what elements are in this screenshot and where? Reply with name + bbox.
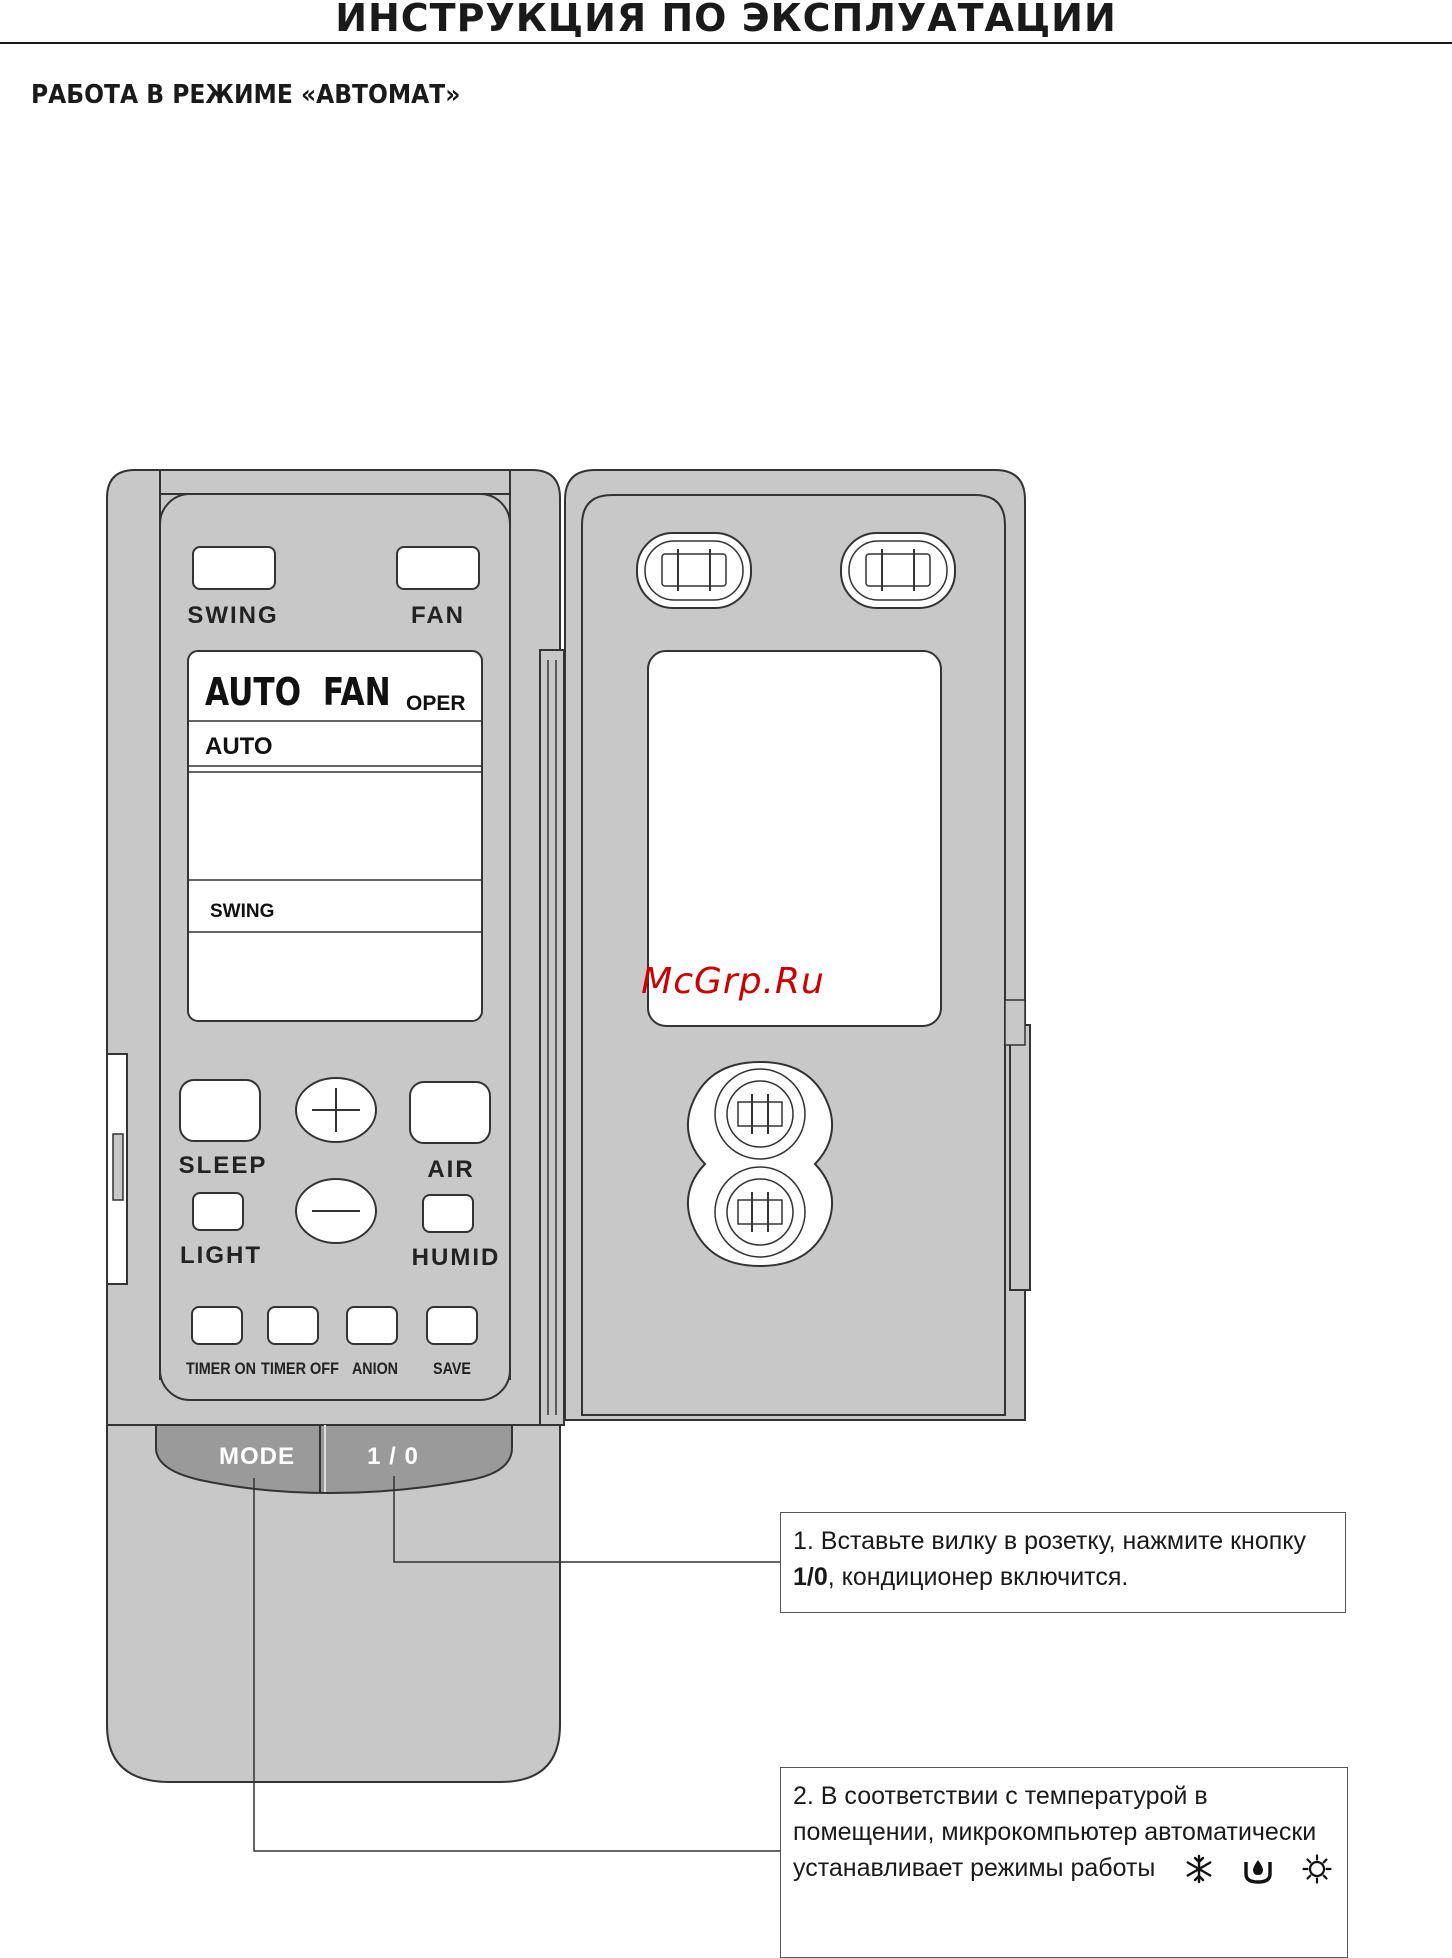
air-label: AIR	[427, 1156, 474, 1183]
battery-clip	[636, 532, 752, 609]
lcd-oper-label: OPER	[406, 692, 466, 715]
sun-icon	[1302, 1854, 1332, 1884]
swing-label: SWING	[187, 602, 278, 629]
lcd-mode-value: AUTO	[205, 733, 273, 760]
step1-text-end: , кондиционер включится.	[827, 1563, 1129, 1591]
watermark: McGrp.Ru	[641, 961, 825, 1002]
section-title: РАБОТА В РЕЖИМЕ «АВТОМАТ»	[31, 80, 461, 110]
step2-note: 2. В соответствии с температурой в помещ…	[780, 1767, 1348, 1958]
timer-on-button[interactable]	[191, 1306, 243, 1345]
swing-button[interactable]	[192, 546, 276, 590]
humid-label: HUMID	[412, 1244, 501, 1271]
step1-text: 1. Вставьте вилку в розетку, нажмите кно…	[793, 1527, 1306, 1555]
battery-window	[647, 650, 942, 1027]
sleep-button[interactable]	[179, 1079, 261, 1142]
power-button[interactable]: 1 / 0	[367, 1443, 419, 1470]
mode-button[interactable]: MODE	[219, 1443, 295, 1470]
leader-line-mode	[253, 1478, 780, 1852]
page-title: ИНСТРУКЦИЯ ПО ЭКСПЛУАТАЦИИ	[335, 0, 1117, 40]
fan-label: FAN	[411, 602, 465, 629]
step1-key: 1/0	[793, 1563, 828, 1591]
title-rule	[0, 42, 1452, 44]
anion-button[interactable]	[346, 1306, 398, 1345]
dry-drop-icon	[1244, 1860, 1272, 1885]
timer-off-label: TIMER OFF	[261, 1359, 339, 1378]
anion-label: ANION	[352, 1359, 398, 1378]
screw-holder	[686, 1060, 834, 1268]
mode-strip	[155, 1424, 513, 1495]
lcd-swing-label: SWING	[210, 901, 274, 922]
leader-line-power	[393, 1476, 780, 1563]
light-button[interactable]	[192, 1192, 244, 1231]
step1-note: 1. Вставьте вилку в розетку, нажмите кно…	[780, 1512, 1346, 1613]
timer-on-label: TIMER ON	[186, 1359, 256, 1378]
timer-off-button[interactable]	[267, 1306, 319, 1345]
save-label: SAVE	[433, 1359, 471, 1378]
lcd-fan-label: AUTO FAN	[205, 671, 391, 715]
light-label: LIGHT	[180, 1242, 262, 1269]
fan-button[interactable]	[396, 546, 480, 590]
sleep-label: SLEEP	[179, 1152, 268, 1179]
humid-button[interactable]	[422, 1194, 474, 1233]
air-button[interactable]	[409, 1081, 491, 1144]
step2-text: 2. В соответствии с температурой в помещ…	[793, 1782, 1317, 1882]
save-button[interactable]	[426, 1306, 478, 1345]
lcd-display	[187, 650, 483, 1022]
battery-clip	[840, 532, 956, 609]
snowflake-icon	[1186, 1855, 1212, 1884]
